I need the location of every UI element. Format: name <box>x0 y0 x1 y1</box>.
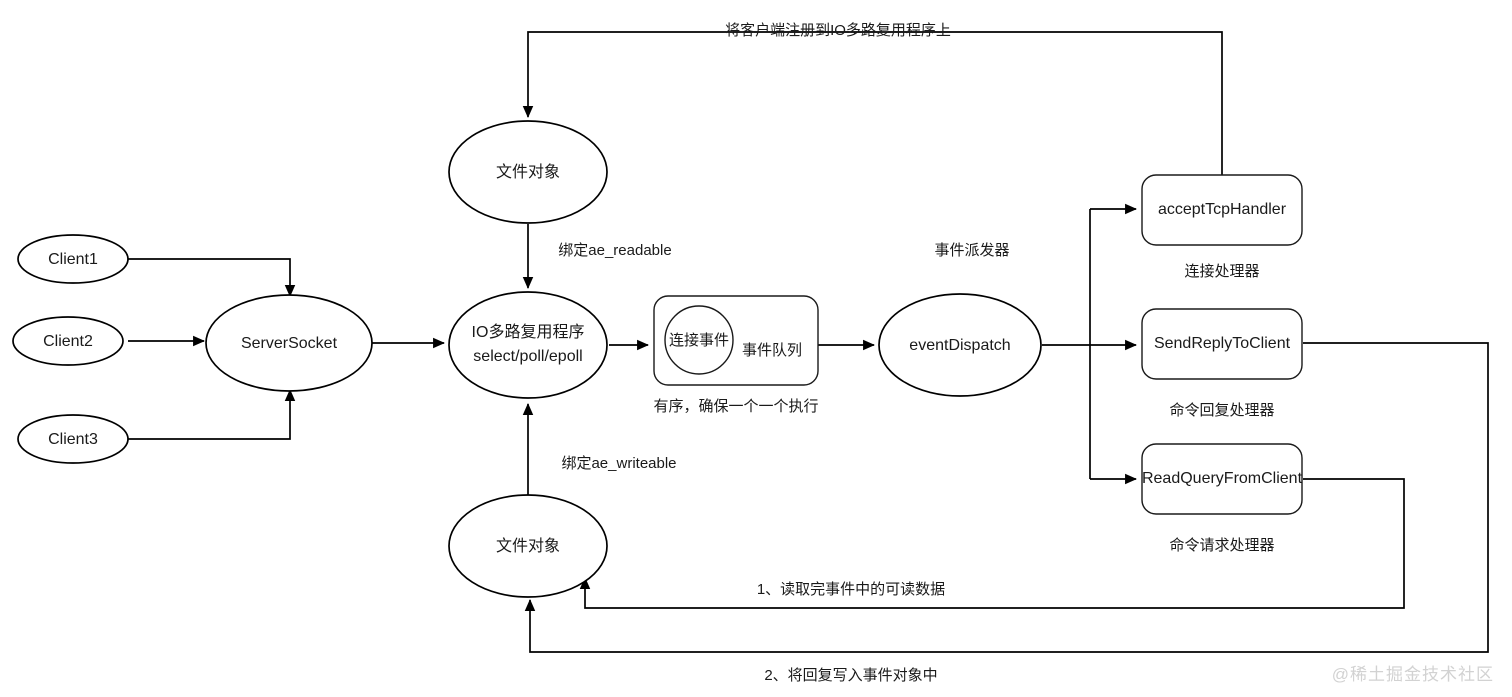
node-file-object-top-label: 文件对象 <box>496 163 560 181</box>
node-event-dispatch-label: eventDispatch <box>909 337 1010 354</box>
caption-queue-note: 有序，确保一个一个执行 <box>653 398 818 415</box>
label-step1: 1、读取完事件中的可读数据 <box>757 581 945 598</box>
node-io-multiplex-label-line1: IO多路复用程序 <box>472 323 585 341</box>
edge-client3-to-serversocket <box>128 389 296 440</box>
node-client1[interactable] <box>17 234 129 284</box>
node-client3[interactable] <box>17 414 129 464</box>
label-bind-writeable: 绑定ae_writeable <box>561 455 676 472</box>
edge-register-client-to-file-object <box>522 31 1223 175</box>
node-io-multiplex-label-line2: select/poll/epoll <box>473 348 582 365</box>
edge-step1-read-data-to-file-object <box>579 478 1405 609</box>
label-step2: 2、将回复写入事件对象中 <box>764 666 937 684</box>
label-bind-readable: 绑定ae_readable <box>558 242 671 259</box>
node-server-socket[interactable] <box>205 294 373 392</box>
node-file-object-bottom[interactable] <box>448 494 608 598</box>
node-client2-label: Client2 <box>43 333 93 350</box>
node-send-reply-to-client-label: SendReplyToClient <box>1154 335 1291 352</box>
caption-read-query-role: 命令请求处理器 <box>1169 536 1274 554</box>
caption-send-reply-role: 命令回复处理器 <box>1169 401 1274 419</box>
caption-accept-handler-role: 连接处理器 <box>1184 263 1259 280</box>
node-client2[interactable] <box>12 316 124 366</box>
node-read-query-from-client-label: ReadQueryFromClient <box>1142 470 1303 487</box>
node-accept-tcp-handler-label: acceptTcpHandler <box>1158 201 1287 218</box>
node-client1-label: Client1 <box>48 251 98 268</box>
edge-step2-write-reply-to-file-object <box>524 342 1489 653</box>
node-accept-tcp-handler[interactable] <box>1141 174 1303 246</box>
node-file-object-bottom-label: 文件对象 <box>496 537 560 555</box>
node-connection-event-circle[interactable] <box>664 305 734 375</box>
watermark: @稀土掘金技术社区 <box>1331 665 1494 684</box>
node-send-reply-to-client[interactable] <box>1141 308 1303 380</box>
caption-event-dispatcher: 事件派发器 <box>934 242 1009 259</box>
node-event-queue-label: 事件队列 <box>742 342 802 359</box>
node-read-query-from-client[interactable] <box>1141 443 1303 515</box>
node-event-dispatch[interactable] <box>878 293 1042 397</box>
label-register-client: 将客户端注册到IO多路复用程序上 <box>725 21 951 39</box>
node-client3-label: Client3 <box>48 431 98 448</box>
node-io-multiplex[interactable] <box>448 291 608 399</box>
node-server-socket-label: ServerSocket <box>241 335 338 352</box>
node-connection-event-label: 连接事件 <box>669 332 729 349</box>
edge-client1-to-serversocket <box>128 258 296 297</box>
node-file-object-top[interactable] <box>448 120 608 224</box>
